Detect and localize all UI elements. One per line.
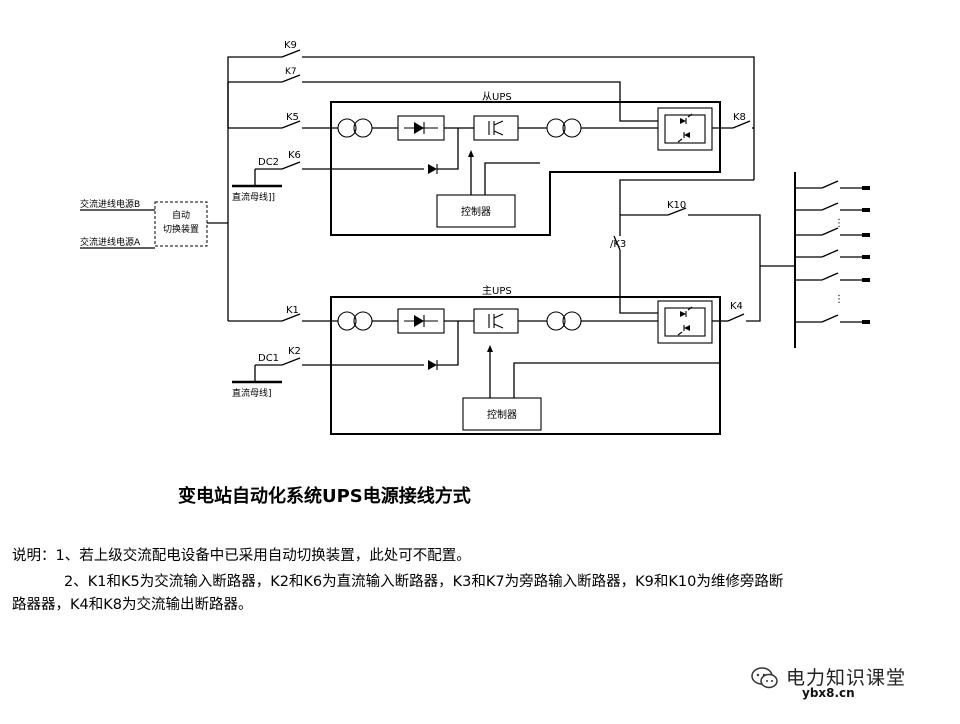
feeder-ellipsis-bottom: ⋮ [834, 294, 844, 305]
feeder-1 [795, 180, 870, 190]
watermark: 电力知识课堂 ybx8.cn [740, 660, 930, 710]
note-line-1: 说明：1、若上级交流配电设备中已采用自动切换装置，此处可不配置。 [12, 546, 471, 564]
k8-label: K8 [733, 112, 746, 123]
slave-controller-box [436, 194, 516, 228]
k6-label: K6 [288, 150, 301, 161]
static-switch [657, 107, 713, 151]
static-switch [657, 300, 713, 344]
k3-bypass-input: /K3 [610, 179, 754, 314]
feeder-ellipsis-top: ⋮ [834, 218, 844, 229]
auto-transfer-switch-box [154, 201, 208, 247]
output-distribution-bus: ⋮ ⋮ [760, 172, 870, 348]
rectifier [397, 308, 445, 334]
inverter [473, 115, 519, 141]
input-transformer [337, 311, 373, 331]
watermark-title: 电力知识课堂 [786, 667, 907, 689]
k10-label: K10 [667, 200, 686, 211]
feeder-6 [795, 314, 870, 324]
wechat-logo-icon [751, 667, 778, 689]
output-transformer [546, 311, 582, 331]
note-line-3: 路器器，K4和K8为交流输出断路器。 [12, 595, 252, 613]
k7-label: K7 [285, 67, 297, 77]
dc-bus-label-top: 直流母线]] [232, 191, 275, 203]
k1-label: K1 [286, 305, 299, 316]
k3-label: /K3 [610, 239, 626, 250]
slave-ups-label: 从UPS [482, 92, 512, 103]
k2-label: K2 [288, 346, 301, 357]
output-transformer [546, 118, 582, 138]
k9-maintenance-bypass: K9 [227, 40, 755, 180]
dc2-label: DC2 [258, 157, 279, 168]
feeder-2 [795, 202, 870, 212]
source-a-label: 交流进线电源A [80, 236, 141, 248]
k4-output-breaker: K4 [727, 266, 761, 322]
figure-caption: 变电站自动化系统UPS电源接线方式 [178, 485, 471, 507]
k9-label: K9 [284, 40, 297, 51]
source-b-label: 交流进线电源B [80, 198, 140, 210]
k8-output-breaker: K8 [732, 112, 754, 129]
slave-controller-label: 控制器 [461, 205, 491, 218]
k5-label: K5 [286, 112, 299, 123]
feeder-5 [795, 272, 870, 282]
ac-sources: 交流进线电源B 交流进线电源A 自动 切换装置 [80, 198, 208, 249]
input-transformer [337, 118, 373, 138]
feeder-3 [795, 227, 870, 237]
inverter [473, 308, 519, 334]
ac-feeder-bus [207, 82, 282, 322]
k10-maintenance-bypass: K10 [620, 200, 761, 266]
watermark-url: ybx8.cn [802, 686, 855, 700]
main-controller-box [462, 397, 542, 431]
k4-label: K4 [730, 301, 743, 312]
dc-bus-label-bottom: 直流母线] [232, 387, 272, 399]
main-controller-label: 控制器 [487, 408, 517, 421]
main-ups: 主UPS K1 [232, 285, 728, 435]
ats-label-2: 切换装置 [163, 223, 199, 235]
main-ups-label: 主UPS [482, 285, 512, 297]
slave-ups-box [330, 101, 721, 236]
ats-label-1: 自动 [172, 209, 190, 221]
feeder-4 [795, 249, 870, 259]
slave-ups: 从UPS K5 [232, 92, 733, 236]
dc1-label: DC1 [258, 353, 279, 364]
note-line-2: 2、K1和K5为交流输入断路器，K2和K6为直流输入断路器，K3和K7为旁路输入… [64, 572, 783, 590]
rectifier [397, 115, 445, 141]
